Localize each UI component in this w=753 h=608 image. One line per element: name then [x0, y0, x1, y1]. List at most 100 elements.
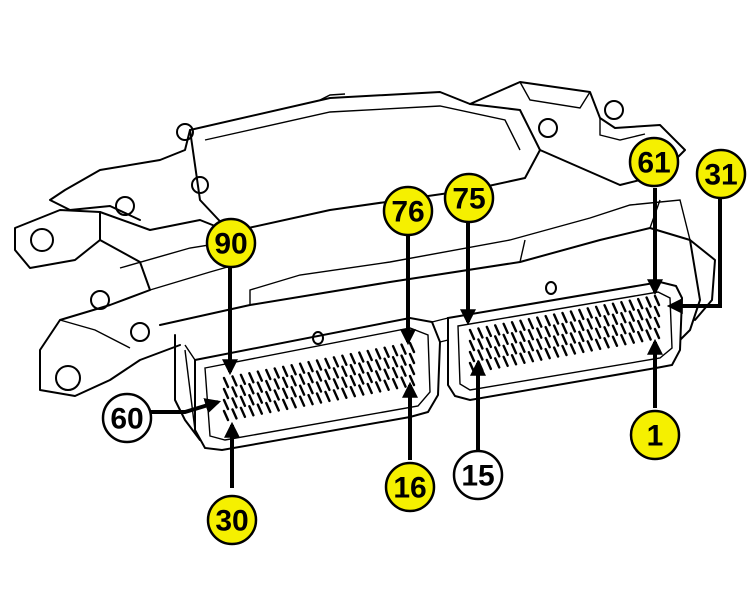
callout-1: 1: [629, 409, 681, 461]
right-connector-pin: [569, 332, 577, 344]
left-connector-pin: [349, 374, 357, 387]
right-connector-pin: [494, 357, 501, 369]
right-connector-pin: [653, 305, 661, 318]
callout-90: 90: [205, 217, 257, 269]
right-connector-pin: [603, 326, 610, 338]
left-connector-pin: [391, 366, 399, 379]
right-connector-pin: [603, 304, 610, 316]
left-connector-pin: [231, 408, 238, 420]
left-connector-pin: [383, 357, 390, 369]
left-connector-pin: [265, 368, 272, 381]
callout-76: 76: [382, 185, 434, 237]
right-connector-pin: [510, 354, 518, 366]
callout-60-circle: [101, 392, 153, 444]
right-connector-pin: [594, 338, 602, 351]
right-connector-pin: [594, 316, 602, 329]
left-connector-pin: [374, 359, 382, 371]
callout-60: 60: [101, 392, 153, 444]
callout-31: 31: [695, 148, 747, 200]
right-connector-pin: [477, 327, 484, 339]
left-connector-pin: [374, 381, 382, 393]
right-connector-pin: [653, 294, 661, 307]
callout-16-circle: [384, 461, 436, 513]
right-connector-pin: [527, 328, 535, 341]
right-connector-pin: [578, 341, 585, 354]
right-connector-pin: [603, 315, 610, 327]
left-connector-pin: [349, 363, 357, 376]
right-connector-pin: [552, 313, 560, 325]
left-connector-pin: [391, 355, 399, 368]
left-connector-pin: [256, 403, 264, 415]
left-connector-pin: [248, 372, 255, 384]
right-connector-pin: [552, 324, 560, 336]
left-connector-pin: [383, 346, 390, 358]
left-connector-pin: [273, 367, 280, 379]
left-connector-pin: [248, 383, 255, 395]
right-connector-pin: [645, 307, 652, 319]
left-connector-pin: [281, 398, 289, 411]
left-connector-pin: [281, 387, 289, 400]
left-connector-pin: [239, 406, 247, 419]
right-connector-pin: [519, 319, 526, 331]
left-connector-pin: [408, 352, 416, 365]
right-connector-pin: [536, 349, 543, 361]
right-connector-pin: [603, 337, 610, 349]
right-connector-pin: [494, 335, 501, 347]
callout-1-circle: [629, 409, 681, 461]
left-connector-pin: [324, 368, 331, 381]
right-connector-pin: [502, 355, 509, 368]
left-connector-pin: [256, 381, 264, 393]
left-connector-pin: [281, 376, 289, 389]
left-connector-pin: [307, 382, 314, 395]
right-connector-pin: [653, 327, 661, 340]
left-connector-pin: [298, 362, 306, 374]
left-connector-pin: [366, 382, 373, 395]
callout-61: 61: [628, 136, 680, 188]
left-connector-pin: [374, 370, 382, 382]
left-connector-pin: [290, 386, 297, 398]
left-connector-pin: [273, 389, 280, 401]
right-connector-pin: [611, 313, 619, 325]
right-connector-pin: [628, 332, 635, 344]
right-connector-pin: [636, 330, 644, 343]
right-connector-pin: [653, 316, 661, 329]
left-connector-pin: [290, 364, 297, 376]
callout-60-label: 60: [110, 403, 143, 436]
left-connector-pin: [273, 400, 280, 412]
right-connector-pin: [519, 341, 526, 353]
right-connector-pin: [502, 333, 509, 346]
left-connector-pin: [256, 392, 264, 404]
left-connector-pin: [307, 360, 314, 373]
left-connector-pin: [231, 375, 238, 387]
right-connector-pin: [536, 327, 543, 339]
right-connector-pin: [645, 329, 652, 341]
right-connector-pin: [578, 330, 585, 343]
right-connector-pin: [510, 343, 518, 355]
left-connector-pin: [341, 387, 348, 399]
arrow-31: [666, 198, 722, 314]
left-connector-pin: [290, 397, 297, 409]
callout-31-circle: [695, 148, 747, 200]
right-connector-pin: [561, 333, 568, 346]
callout-61-label: 61: [637, 147, 670, 180]
callout-75-label: 75: [452, 183, 485, 216]
right-connector-pin: [578, 308, 585, 321]
left-connector-pin: [315, 359, 323, 371]
right-connector-pin: [544, 336, 551, 349]
right-connector-pin: [628, 321, 635, 333]
right-connector-pin: [544, 325, 551, 338]
right-connector-pin: [611, 335, 619, 347]
right-connector-pin: [552, 346, 560, 358]
left-connector-pin: [222, 409, 230, 422]
right-connector-pin: [645, 296, 652, 308]
right-connector-pin: [628, 310, 635, 322]
right-connector-pin: [552, 335, 560, 347]
callout-76-label: 76: [391, 196, 424, 229]
left-connector-pin: [408, 363, 416, 376]
left-connector-pin: [265, 401, 272, 414]
right-connector-pin: [569, 343, 577, 355]
left-connector-pin: [400, 354, 407, 366]
callout-90-circle: [205, 217, 257, 269]
left-connector-pin: [307, 393, 314, 406]
right-connector-pin: [578, 319, 585, 332]
